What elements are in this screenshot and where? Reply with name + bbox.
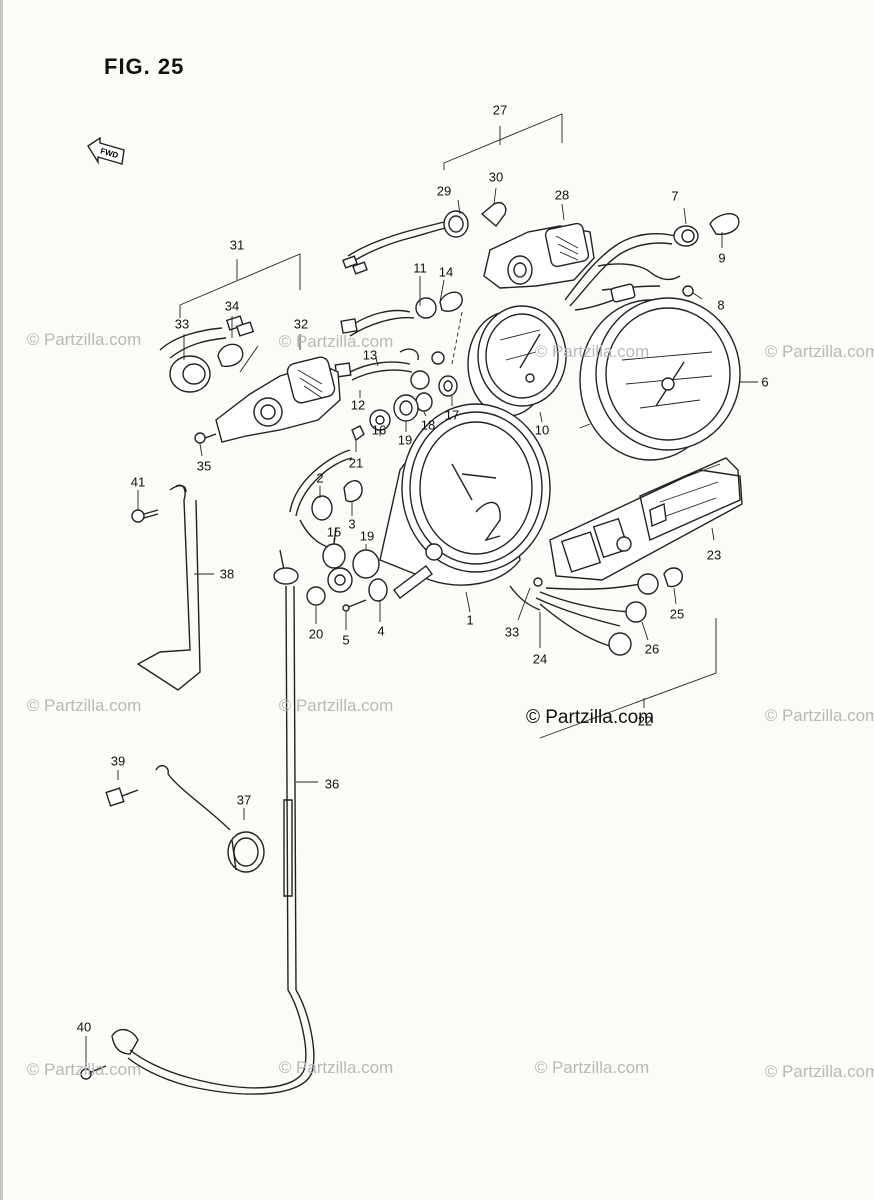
callout-36: 36 xyxy=(324,776,340,792)
watermark-2: © Partzilla.com xyxy=(764,342,874,361)
callout-33-lower: 33 xyxy=(504,624,520,640)
callout-34: 34 xyxy=(224,298,240,314)
callout-28: 28 xyxy=(554,187,570,203)
part-30-bulb xyxy=(480,202,507,228)
part-23-indicator-panel xyxy=(549,457,743,581)
callout-31: 31 xyxy=(229,237,245,253)
callout-35: 35 xyxy=(196,458,212,474)
part-6-speedometer xyxy=(579,297,741,461)
part-35-screw xyxy=(194,432,217,444)
part-5-screw xyxy=(342,599,367,612)
part-29-bulb-socket xyxy=(342,210,469,275)
part-37-spring-clip xyxy=(155,764,265,873)
part-26-socket xyxy=(608,573,659,656)
callout-41: 41 xyxy=(130,474,146,490)
watermark-main: © Partzilla.com xyxy=(525,707,655,728)
part-40-screw xyxy=(80,1065,107,1080)
watermark-10: © Partzilla.com xyxy=(534,342,650,361)
group-22-bracket xyxy=(539,618,717,739)
part-32-lamp-holder xyxy=(215,345,341,443)
callout-20: 20 xyxy=(308,626,324,642)
callout-25: 25 xyxy=(669,606,685,622)
part-33-screw-lower xyxy=(517,577,543,621)
part-28-lamp-holder xyxy=(483,222,595,289)
watermark-5: © Partzilla.com xyxy=(764,706,874,725)
callout-30: 30 xyxy=(488,169,504,185)
watermark-7: © Partzilla.com xyxy=(278,1058,394,1077)
callout-19-lower: 19 xyxy=(359,528,375,544)
fwd-arrow-icon: FWD xyxy=(87,136,125,165)
watermark-4: © Partzilla.com xyxy=(278,696,394,715)
callout-7: 7 xyxy=(671,188,679,204)
callout-4: 4 xyxy=(377,623,385,639)
page-edge xyxy=(0,0,3,1200)
callout-3: 3 xyxy=(348,516,356,532)
part-4-nut xyxy=(368,578,388,602)
callout-15: 15 xyxy=(326,524,342,540)
figure-title: FIG. 25 xyxy=(104,54,185,79)
callout-37: 37 xyxy=(236,792,252,808)
callout-26: 26 xyxy=(644,641,660,657)
callout-23: 23 xyxy=(706,547,722,563)
callout-17: 17 xyxy=(444,407,460,423)
watermark-8: © Partzilla.com xyxy=(534,1058,650,1077)
part-11-socket xyxy=(340,297,437,337)
watermark-9: © Partzilla.com xyxy=(764,1062,874,1081)
callout-9: 9 xyxy=(718,250,726,266)
callout-10: 10 xyxy=(534,422,550,438)
callout-14: 14 xyxy=(438,264,454,280)
leader-lines xyxy=(85,187,758,1068)
callout-38: 38 xyxy=(219,566,235,582)
callout-32: 32 xyxy=(293,316,309,332)
watermark-6: © Partzilla.com xyxy=(26,1060,142,1079)
callout-11: 11 xyxy=(413,260,427,276)
callout-39: 39 xyxy=(110,753,126,769)
part-41-bolt xyxy=(131,509,159,523)
part-17-18-rings xyxy=(351,351,458,442)
wiring-harness-upper xyxy=(564,233,681,311)
part-25-bulb xyxy=(663,567,683,588)
part-36-speedometer-cable xyxy=(111,549,315,1095)
callout-2: 2 xyxy=(316,470,324,486)
callout-6: 6 xyxy=(761,374,769,390)
part-3-bulb xyxy=(343,480,363,503)
part-10-tachometer xyxy=(467,305,567,417)
callout-27: 27 xyxy=(492,102,508,118)
part-7-socket xyxy=(673,225,699,247)
callout-13: 13 xyxy=(362,347,378,363)
part-13-socket xyxy=(334,348,430,390)
group-31-bracket xyxy=(179,253,301,318)
callout-21: 21 xyxy=(348,455,364,471)
part-14-bulb xyxy=(439,291,463,365)
part-1-speedometer-assembly xyxy=(379,403,551,599)
part-9-bulb xyxy=(709,213,740,235)
callout-22: 22 xyxy=(637,713,653,729)
watermark-1: © Partzilla.com xyxy=(26,330,142,349)
callout-1: 1 xyxy=(466,612,474,628)
callout-16: 16 xyxy=(371,422,387,438)
callout-33-upper: 33 xyxy=(174,316,190,332)
part-38-bracket xyxy=(136,484,201,691)
callout-18: 18 xyxy=(420,417,436,433)
callout-19-upper: 19 xyxy=(397,432,413,448)
part-34-bulb xyxy=(217,343,244,368)
part-39-bolt xyxy=(105,787,139,807)
part-24-wiring xyxy=(509,583,641,647)
part-8-screw xyxy=(682,285,703,300)
part-20-grommet xyxy=(306,586,326,606)
callout-8: 8 xyxy=(717,297,725,313)
part-33-socket xyxy=(159,315,255,393)
callout-5: 5 xyxy=(342,632,350,648)
watermark-3: © Partzilla.com xyxy=(26,696,142,715)
group-27-bracket xyxy=(443,113,563,170)
callout-29: 29 xyxy=(436,183,452,199)
callout-40: 40 xyxy=(76,1019,92,1035)
callout-12: 12 xyxy=(350,397,366,413)
callout-24: 24 xyxy=(532,651,548,667)
part-19-cushion xyxy=(327,549,380,593)
watermark-11: © Partzilla.com xyxy=(278,332,394,351)
